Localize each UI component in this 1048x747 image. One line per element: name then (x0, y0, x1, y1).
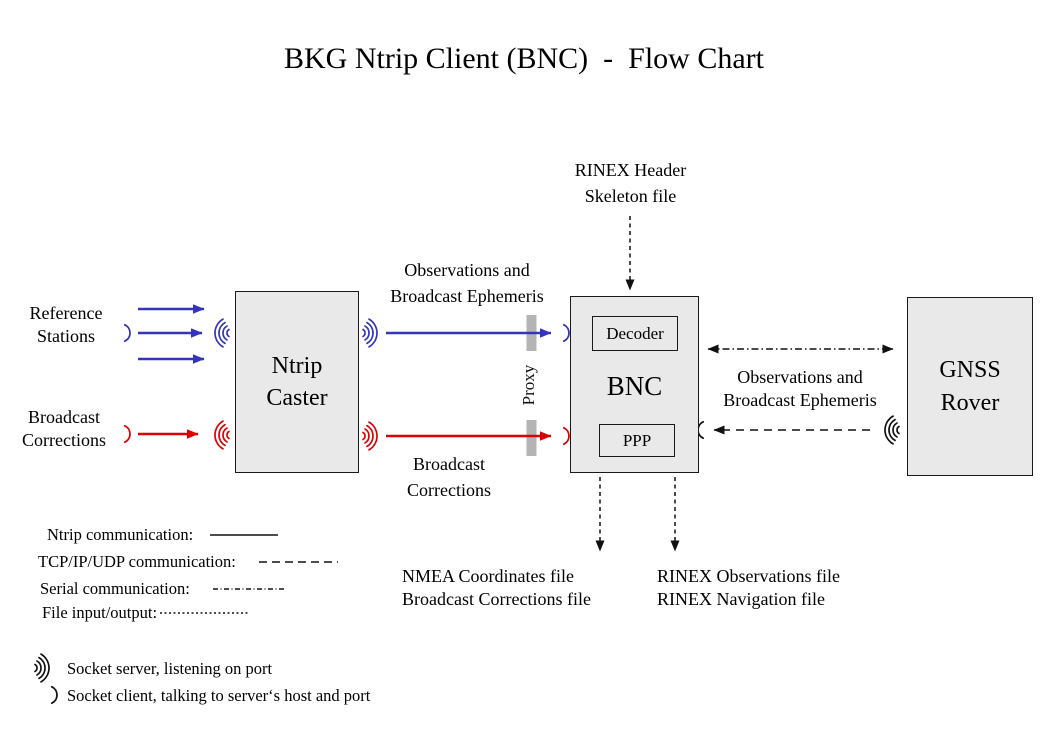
socket-server-caster-out-obs-icon (362, 318, 378, 348)
node-ppp: PPP (599, 424, 675, 457)
socket-server-caster-out-corr-icon (362, 421, 378, 451)
socket-server-caster-in-obs-icon (214, 318, 230, 348)
socket-server-rover-icon (884, 415, 900, 445)
legend-serial-label: Serial communication: (40, 579, 190, 598)
page-title: BKG Ntrip Client (BNC) - Flow Chart (284, 42, 764, 75)
gnss-rover-label: GNSS Rover (939, 357, 1001, 416)
nmea-outputs-label: NMEA Coordinates file Broadcast Correcti… (402, 566, 591, 610)
legend-socket-server-icon (34, 653, 50, 683)
node-decoder: Decoder (592, 316, 678, 351)
socket-client-bnc-obs-icon (562, 323, 570, 343)
proxy-label: Proxy (519, 364, 538, 406)
socket-client-ref-stations-icon (123, 323, 131, 343)
legend-ntrip-label: Ntrip communication: (47, 525, 194, 544)
proxy-bar-bottom (526, 420, 537, 456)
socket-server-caster-in-corr-icon (214, 420, 230, 450)
reference-stations-label: Reference Stations (29, 303, 103, 347)
ntrip-caster-label: Ntrip Caster (266, 352, 328, 411)
rinex-outputs-label: RINEX Observations file RINEX Navigation… (657, 566, 840, 610)
node-bnc: Decoder BNC PPP (570, 296, 699, 473)
broadcast-corrections-mid-label: Broadcast Corrections (407, 454, 491, 500)
legend-socket-client-label: Socket client, talking to server‘s host … (67, 686, 371, 705)
rinex-header-skeleton-label: RINEX Header Skeleton file (574, 160, 687, 206)
obs-ephemeris-mid-label: Observations and Broadcast Ephemeris (390, 260, 544, 306)
legend-socket-client-icon (50, 685, 58, 705)
legend-socket-server-label: Socket server, listening on port (67, 659, 273, 678)
obs-ephemeris-right-label: Observations and Broadcast Ephemeris (723, 367, 877, 411)
socket-client-bnc-corr-icon (562, 426, 570, 446)
node-ntrip-caster: Ntrip Caster (235, 291, 359, 473)
decoder-label: Decoder (606, 323, 664, 343)
legend-tcp-label: TCP/IP/UDP communication: (38, 552, 236, 571)
bnc-label: BNC (606, 371, 663, 401)
node-gnss-rover: GNSS Rover (907, 297, 1033, 476)
broadcast-corrections-left-label: Broadcast Corrections (22, 407, 106, 451)
ppp-label: PPP (622, 430, 652, 450)
legend-file-label: File input/output: (42, 603, 158, 622)
